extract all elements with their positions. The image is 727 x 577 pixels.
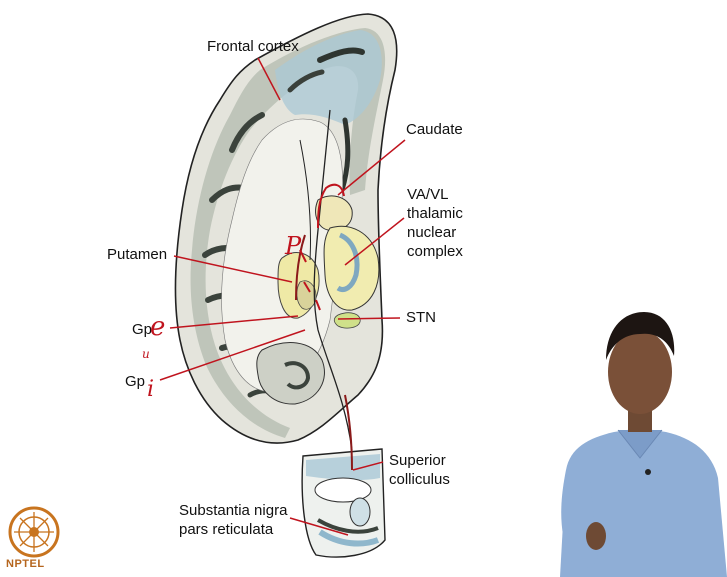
leader-stn <box>338 318 400 319</box>
label-substantia-nigra: Substantia nigra pars reticulata <box>179 501 287 539</box>
nptel-logo-text: NPTEL <box>6 558 45 570</box>
nptel-logo <box>10 508 58 556</box>
annotation-e: e <box>150 312 165 342</box>
annotation-i: i <box>147 377 154 402</box>
label-putamen: Putamen <box>107 246 167 264</box>
aqueduct <box>350 498 370 526</box>
annotation-p: P <box>285 232 301 260</box>
label-thalamic-complex: VA/VL thalamic nuclear complex <box>407 185 463 261</box>
label-superior-colliculus: Superior colliculus <box>389 451 450 489</box>
label-stn: STN <box>406 309 436 327</box>
label-gpi: Gp <box>125 373 145 391</box>
label-frontal-cortex: Frontal cortex <box>207 38 299 56</box>
stn-region <box>334 313 360 328</box>
annotation-u: u <box>142 347 150 361</box>
presenter-mic <box>645 469 651 475</box>
label-gpe: Gp <box>132 321 152 339</box>
presenter <box>560 312 727 577</box>
presenter-hand <box>586 522 606 550</box>
label-caudate: Caudate <box>406 121 463 139</box>
presenter-face <box>608 330 672 414</box>
